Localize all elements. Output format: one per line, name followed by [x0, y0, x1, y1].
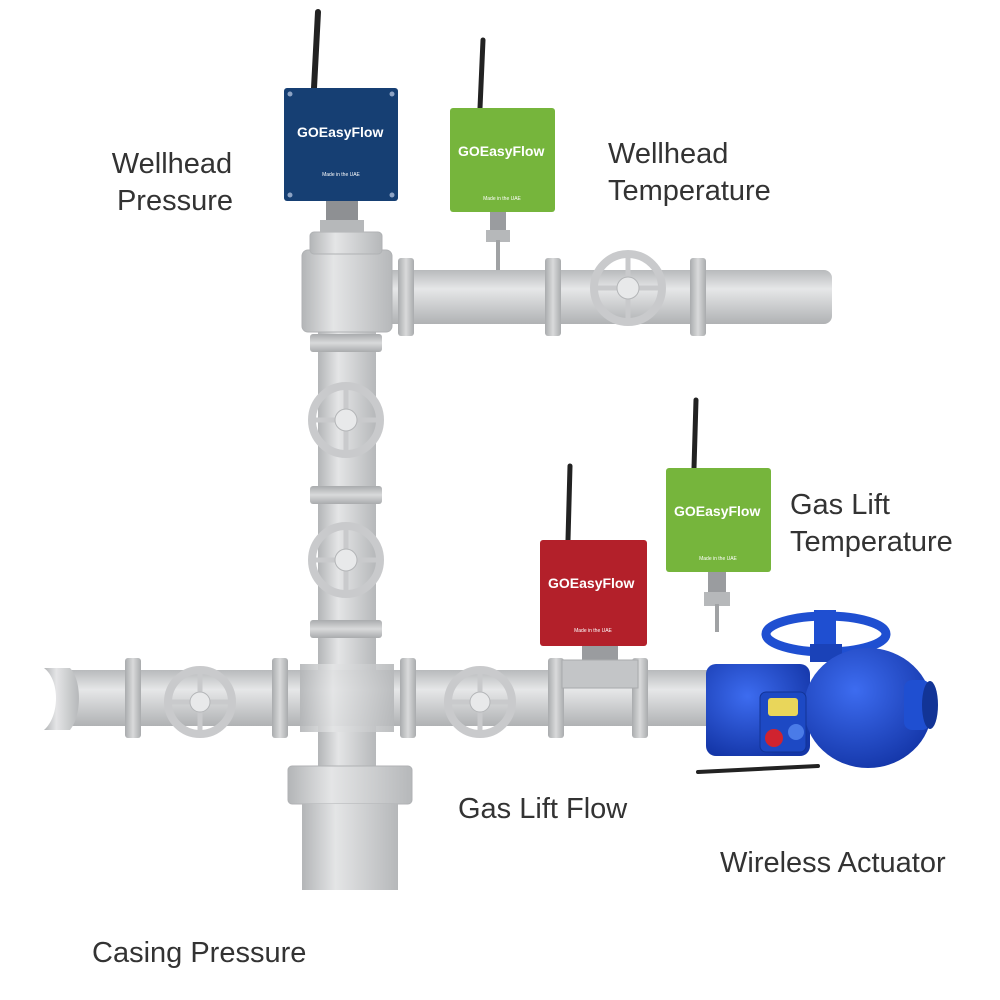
label-casing-pressure: Casing Pressure	[92, 937, 306, 969]
valve-wheel-icon[interactable]	[444, 666, 516, 738]
svg-text:Gas Lift: Gas Lift	[790, 489, 890, 521]
gas-lift-flow-transmitter[interactable]: GOEasyFlow Made in the UAE	[540, 463, 647, 689]
svg-text:Temperature: Temperature	[790, 526, 953, 558]
label-gas-lift-flow: Gas Lift Flow	[458, 793, 628, 825]
svg-text:GOEasyFlow: GOEasyFlow	[458, 143, 544, 159]
label-gas-lift-temperature: Gas Lift Temperature	[790, 489, 953, 558]
label-wellhead-temperature: Wellhead Temperature	[608, 138, 771, 207]
label-wellhead-pressure: Wellhead Pressure	[112, 148, 233, 217]
svg-text:Made in the UAE: Made in the UAE	[699, 556, 737, 562]
svg-text:Temperature: Temperature	[608, 175, 771, 207]
svg-text:Made in the UAE: Made in the UAE	[322, 172, 360, 178]
svg-text:GOEasyFlow: GOEasyFlow	[674, 503, 760, 519]
svg-text:Made in the UAE: Made in the UAE	[483, 196, 521, 202]
valve-wheel-icon[interactable]	[164, 666, 236, 738]
valve-wheel-icon[interactable]	[308, 522, 384, 598]
top-flow-line	[380, 258, 832, 336]
svg-text:Wellhead: Wellhead	[112, 148, 232, 180]
valve-wheel-icon[interactable]	[590, 250, 666, 326]
svg-text:Wellhead: Wellhead	[608, 138, 728, 170]
svg-text:Made in the UAE: Made in the UAE	[574, 628, 612, 634]
label-wireless-actuator: Wireless Actuator	[720, 847, 946, 879]
svg-text:GOEasyFlow: GOEasyFlow	[548, 575, 634, 591]
gas-lift-temperature-transmitter[interactable]: GOEasyFlow Made in the UAE	[666, 397, 771, 632]
wellhead-temperature-transmitter[interactable]: GOEasyFlow Made in the UAE	[450, 37, 555, 270]
svg-text:Pressure: Pressure	[117, 185, 233, 217]
svg-text:GOEasyFlow: GOEasyFlow	[297, 124, 383, 140]
valve-wheel-icon[interactable]	[308, 382, 384, 458]
wellhead-pressure-transmitter[interactable]: GOEasyFlow Made in the UAE	[284, 9, 398, 232]
wireless-actuator[interactable]	[696, 610, 938, 774]
